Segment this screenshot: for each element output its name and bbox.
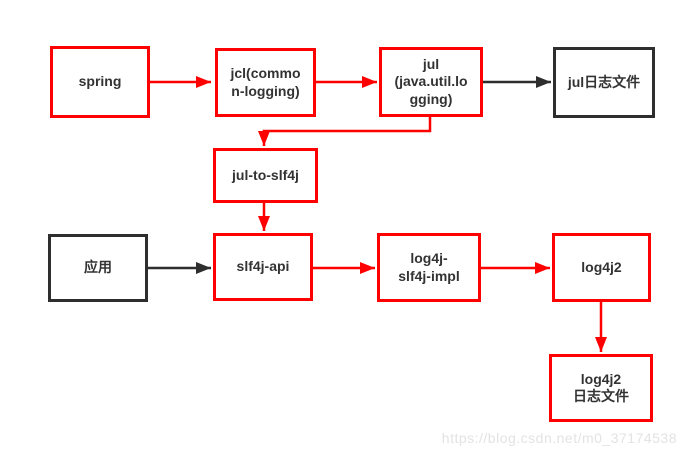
node-application: 应用 [48,234,148,302]
node-log4j-slf4j-impl: log4j- slf4j-impl [377,233,481,302]
node-jul-to-slf4j: jul-to-slf4j [213,148,318,203]
node-slf4j-api: slf4j-api [213,233,313,301]
edge-jul-jul-to-slf4j [258,117,432,146]
node-log4j2: log4j2 [552,233,651,302]
node-jul-log-file: jul日志文件 [553,47,655,118]
node-log4j2-log-file: log4j2 日志文件 [549,354,653,422]
csdn-watermark: https://blog.csdn.net/m0_37174538 [441,430,677,446]
node-jcl-commons-logging: jcl(commo n-logging) [215,48,316,117]
node-jul-java-util-logging: jul (java.util.lo gging) [379,47,483,117]
node-spring: spring [50,46,150,118]
